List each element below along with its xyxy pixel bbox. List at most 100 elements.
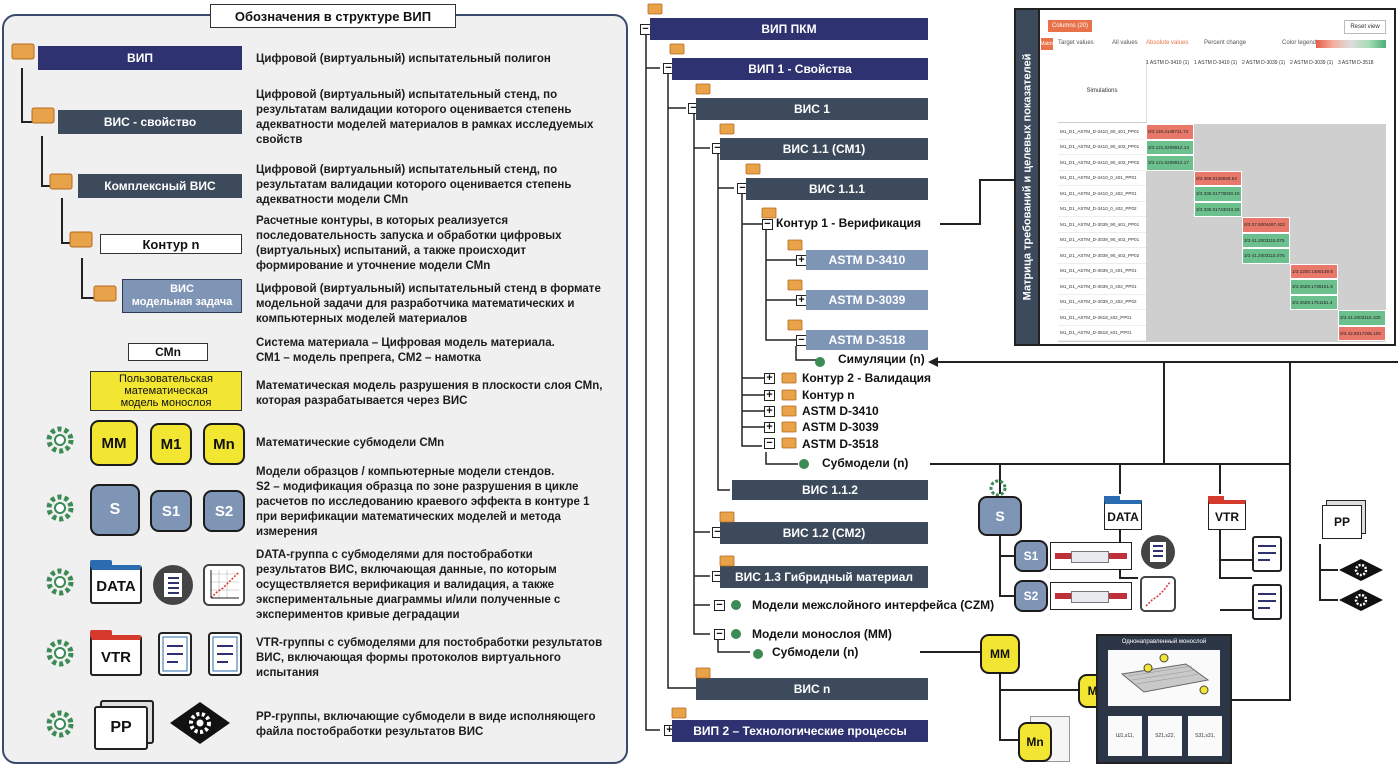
legend-mm-module: MM [90,420,138,466]
legend-pp-folder-icon: PP [94,700,154,750]
legend-math-sub-desc: Математические субмодели СМn [256,437,445,449]
tree-contour1[interactable]: Контур 1 - Верификация [776,216,921,230]
legend-contour-box: Контур n [100,234,242,254]
tree-astm3039[interactable]: ASTM D-3039 [806,290,928,310]
matrix-all-values[interactable]: All values [1112,40,1138,46]
tree-visn[interactable]: ВИС n [696,678,928,700]
tree-vis1[interactable]: ВИС 1 [696,98,928,120]
legend-executable-gear-icon [170,702,230,744]
tree-vis111[interactable]: ВИС 1.1.1 [746,178,928,200]
right-pp-folder-icon: PP [1322,500,1366,540]
matrix-row-name: M1_D1_ASTM_D-3039_90_s02_PP01 [1058,232,1146,248]
matrix-cell: 3/3 41.2003115.075 [1242,248,1290,264]
right-specimen-s1-image [1050,542,1132,570]
tree-astm3410[interactable]: ASTM D-3410 [806,250,928,270]
matrix-absolute-values[interactable]: Absolute values [1146,40,1189,46]
right-protocol-icon-2 [1252,584,1282,620]
matrix-row-name: M1_D1_ASTM_D-3410_0_s02_PP02 [1058,201,1146,217]
tree-astm3410b-toggle[interactable]: + [764,406,775,417]
legend-contour-desc: Расчетные контуры, в которых реализуется… [256,215,562,272]
tree-submodels1[interactable]: Субмодели (n) [822,456,909,470]
tree-astm3518b[interactable]: ASTM D-3518 [802,437,879,451]
matrix-cell: 0/3 369.0128828.54 [1194,170,1242,186]
tree-interlayer[interactable]: Модели межслойного интерфейса (CZM) [752,598,995,612]
matrix-row-name: M1_D1_ASTM_D-3039_0_s02_PP02 [1058,294,1146,310]
matrix-row[interactable]: M1_D1_ASTM_D-3039_0_s02_PP02 3/3 2628.175… [1058,294,1386,310]
matrix-row[interactable]: M1_D1_ASTM_D-3039_90_s01_PP01 0/3 37.5004… [1058,217,1386,233]
legend-list-document-icon [153,565,193,605]
tree-astm3518b-toggle[interactable]: − [764,438,775,449]
tree-astm3518[interactable]: ASTM D-3518 [806,330,928,350]
matrix-row[interactable]: M1_D1_ASTM_D-3039_90_s02_PP01 3/3 41.2003… [1058,232,1386,248]
tree-monolayer[interactable]: Модели монослоя (ММ) [752,627,892,641]
matrix-target-values[interactable]: Target values [1058,40,1094,46]
tree-vis11[interactable]: ВИС 1.1 (СМ1) [720,138,928,160]
legend-diagram-icon [203,564,245,606]
matrix-group-headers: 1 ASTM D-3410 (1) 1 ASTM D-3410 (1) 2 AS… [1146,60,1374,66]
legend-title: Обозначения в структуре ВИП [210,4,456,28]
gear-s-icon [989,479,1007,497]
matrix-row[interactable]: M1_D1_ASTM_D-3410_0_s01_PP01 0/3 369.0128… [1058,170,1386,186]
matrix-row-name: M1_D1_ASTM_D-3039_90_s01_PP01 [1058,217,1146,233]
tree-contour2-toggle[interactable]: + [764,373,775,384]
gear-vtr-icon [46,639,74,667]
legend-hierarchy-lines [11,43,117,302]
legend-vis-property-box: ВИС - свойство [58,110,242,134]
tree-simulations[interactable]: Симуляции (n) [838,352,925,366]
tree-vip1[interactable]: ВИП 1 - Свойства [672,58,928,80]
tree-vip-pkm[interactable]: ВИП ПКМ [650,18,928,40]
legend-complex-vis-desc: Цифровой (виртуальный) испытательный сте… [256,164,572,206]
matrix-row-name: M1_D1_ASTM_D-3039_0_s02_PP01 [1058,279,1146,295]
matrix-row-name: M1_D1_ASTM_D-3039_90_s02_PP02 [1058,248,1146,264]
matrix-cell: 0/3 37.5004497.422 [1242,217,1290,233]
matrix-sim-header: Simulations [1058,60,1147,123]
matrix-reset-button[interactable]: Reset view [1344,20,1386,34]
tree-monolayer-toggle[interactable]: − [714,629,725,640]
matrix-row[interactable]: M1_D1_ASTM_D-3039_90_s02_PP02 3/3 41.2003… [1058,248,1386,264]
tree-vis12[interactable]: ВИС 1.2 (СМ2) [720,522,928,544]
legend-vtr-folder-icon: VTR [90,630,142,676]
tree-interlayer-toggle[interactable]: − [714,600,725,611]
legend-mn-module: Mn [203,423,245,465]
tree-submodels2[interactable]: Субмодели (n) [772,645,859,659]
matrix-row-name: M1_D1_ASTM_D-3039_0_s01_PP01 [1058,263,1146,279]
legend-protocol-icon-2 [208,632,242,676]
legend-data-desc: DATA-группа с субмоделями для постобрабо… [256,549,561,621]
tree-vis112[interactable]: ВИС 1.1.2 [732,480,928,500]
tree-astm3039b-toggle[interactable]: + [764,422,775,433]
gear-data-icon [46,568,74,596]
legend-protocol-icon-1 [158,632,192,676]
tree-astm3410b[interactable]: ASTM D-3410 [802,404,879,418]
matrix-cell: 3/3 121.0209912.17 [1146,155,1194,171]
matrix-row-name: M1_D1_ASTM_D-3410_90_s02_PP02 [1058,155,1146,171]
matrix-cell: 0/3 118.4149711.74 [1146,124,1194,140]
tree-contour2[interactable]: Контур 2 - Валидация [802,371,931,385]
tree-contourn-toggle[interactable]: + [764,390,775,401]
matrix-columns-button[interactable]: Columns (20) [1048,20,1092,32]
legend-data-folder-icon: DATA [90,560,142,604]
tree-contour1-toggle[interactable]: − [762,219,773,230]
matrix-percent-change[interactable]: Percent change [1204,40,1247,46]
matrix-cell: 3/3 2628.1751151.4 [1290,294,1338,310]
matrix-tab[interactable]: Matrix [1040,38,1054,50]
tree-vip2[interactable]: ВИП 2 – Технологические процессы [672,720,928,742]
tree-astm3039b[interactable]: ASTM D-3039 [802,420,879,434]
legend-vip-desc: Цифровой (виртуальный) испытательный пол… [256,53,551,65]
tree-contourn[interactable]: Контур n [802,388,855,402]
matrix-cell: 3/3 41.2003115.075 [1242,232,1290,248]
matrix-row-name: M1_D1_ASTM_D-3410_0_s01_PP01 [1058,170,1146,186]
right-executable-icon-1 [1339,559,1383,581]
tree-vis13[interactable]: ВИС 1.3 Гибридный материал [720,566,928,588]
legend-cmn-desc: Система материала – Цифровая модель мате… [256,337,555,364]
matrix-cell: 3/3 41.2003115.100 [1338,310,1386,326]
